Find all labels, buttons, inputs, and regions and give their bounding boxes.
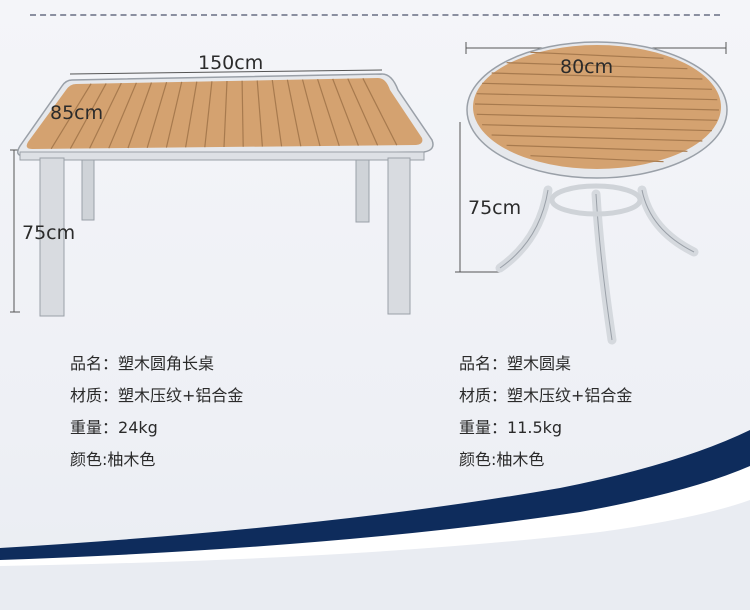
spec-row: 品名：塑木圆桌 <box>459 354 572 373</box>
rect-depth-label: 85cm <box>50 102 104 124</box>
rect-table-specs: 品名：塑木圆角长桌 材质：塑木压纹+铝合金 重量：24kg 颜色:柚木色 <box>70 348 243 476</box>
rect-height-label: 75cm <box>22 222 76 244</box>
spec-row: 颜色:柚木色 <box>70 450 156 469</box>
spec-row: 材质：塑木压纹+铝合金 <box>459 386 633 405</box>
spec-row: 品名：塑木圆角长桌 <box>70 354 215 373</box>
top-divider <box>30 14 720 16</box>
spec-row: 重量：24kg <box>70 418 158 437</box>
rect-width-label: 150cm <box>198 52 264 74</box>
spec-row: 材质：塑木压纹+铝合金 <box>70 386 244 405</box>
round-table-specs: 品名：塑木圆桌 材质：塑木压纹+铝合金 重量：11.5kg 颜色:柚木色 <box>459 348 632 476</box>
spec-row: 颜色:柚木色 <box>459 450 545 469</box>
round-diameter-label: 80cm <box>560 56 614 78</box>
round-height-label: 75cm <box>468 197 522 219</box>
spec-row: 重量：11.5kg <box>459 418 563 437</box>
